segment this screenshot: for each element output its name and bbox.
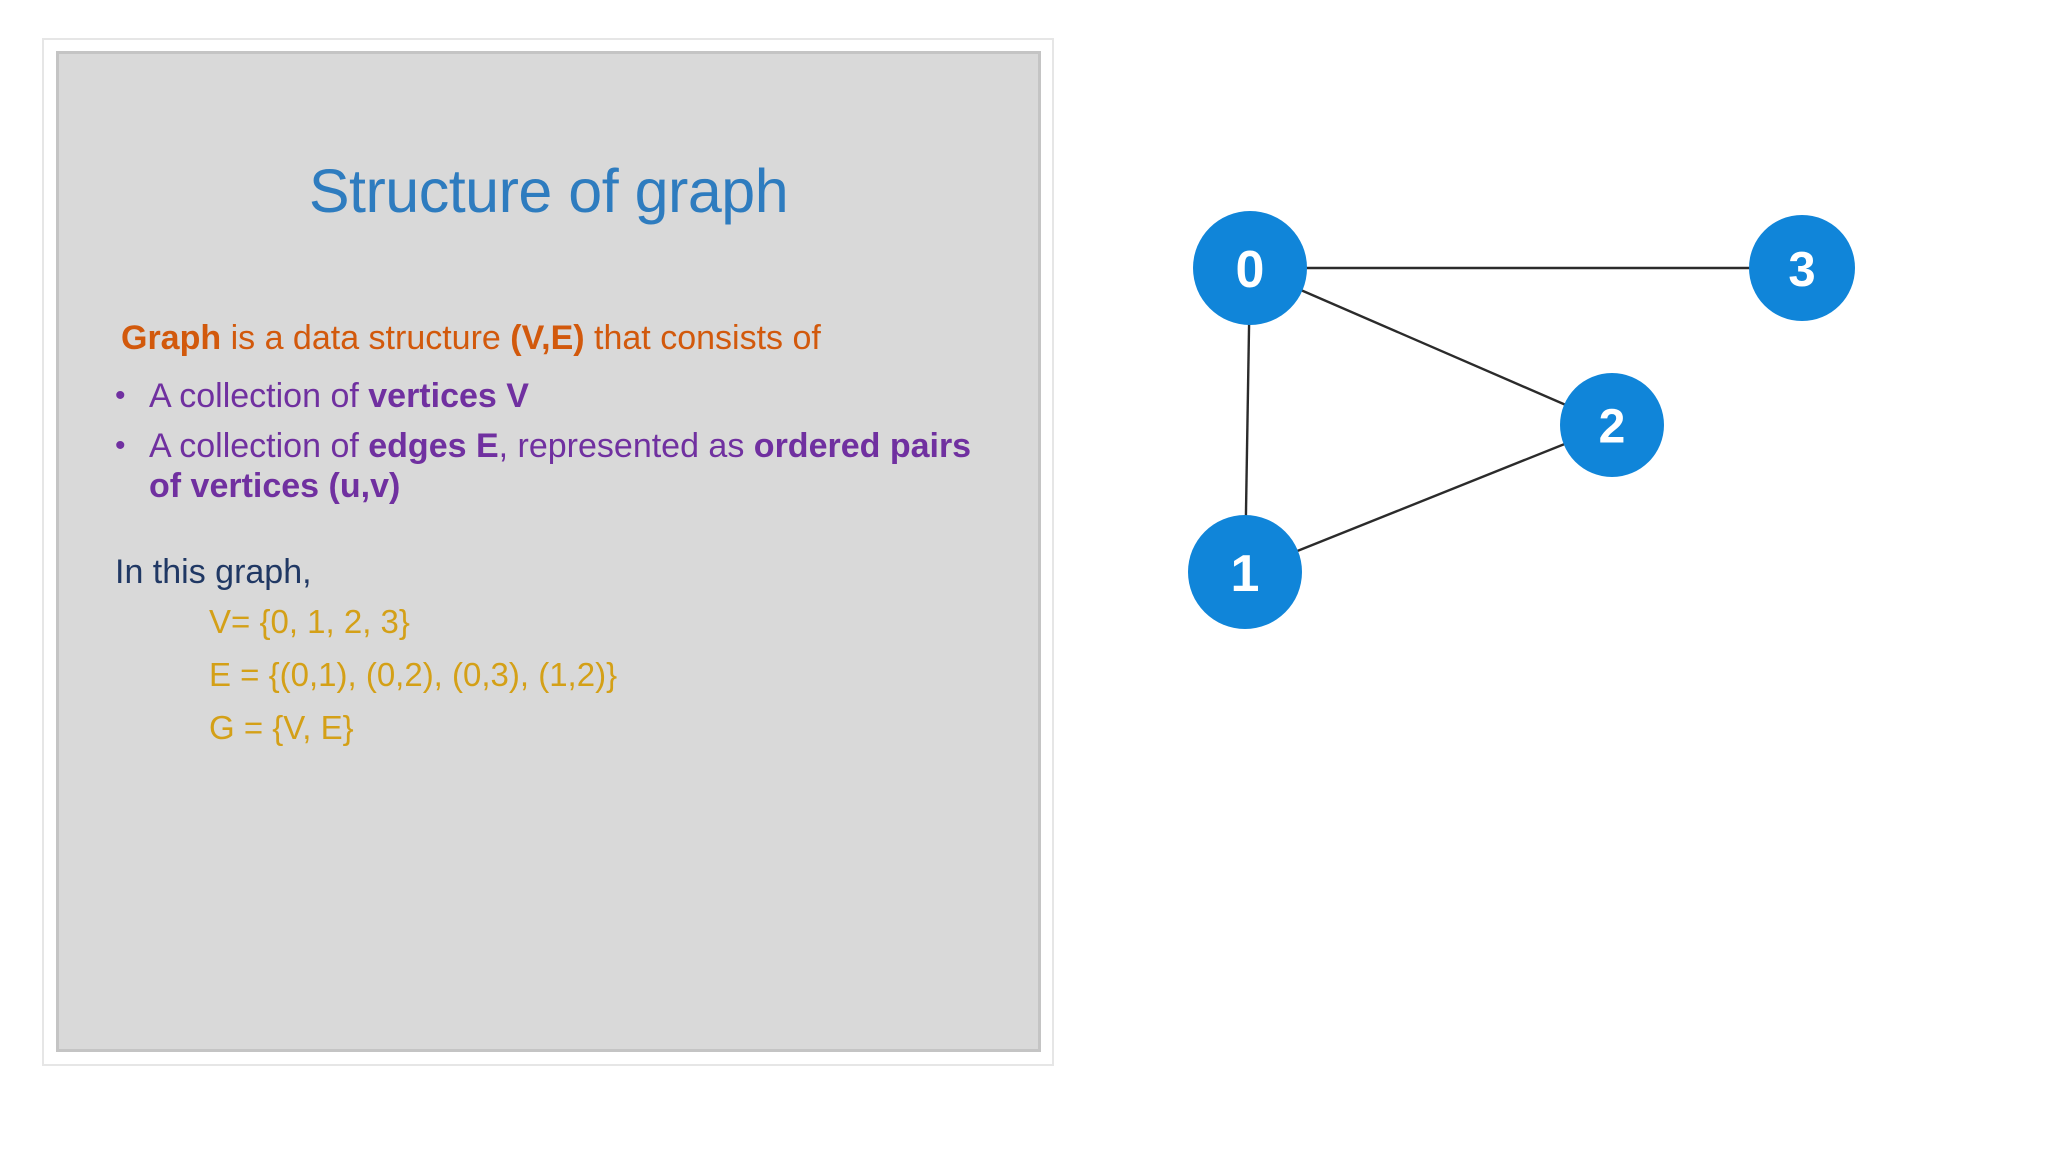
lead-paragraph: Graph is a data structure (V,E) that con… <box>115 319 1005 358</box>
slide-content: Structure of graph Graph is a data struc… <box>59 54 1038 1049</box>
page-title: Structure of graph <box>308 157 789 225</box>
graph-node-circle-3 <box>1749 215 1855 321</box>
graph-diagram-svg: 0 3 2 1 <box>1188 211 1855 629</box>
graph-node-layer: 0 3 2 1 <box>1188 211 1855 629</box>
bullet-1-plain-1: A collection of <box>149 426 369 465</box>
graph-node-2[interactable]: 2 <box>1560 373 1664 477</box>
graph-diagram: 0 3 2 1 <box>1130 200 1990 900</box>
graph-node-label-3: 3 <box>1788 243 1815 297</box>
list-item: • A collection of edges E, represented a… <box>115 426 1005 506</box>
equation-e: E = {(0,1), (0,2), (0,3), (1,2)} <box>209 656 618 694</box>
intro-line: In this graph, <box>115 553 312 592</box>
bullet-1-plain-2: , represented as <box>498 426 754 465</box>
graph-node-circle-1 <box>1188 515 1302 629</box>
slide-panel: Structure of graph Graph is a data struc… <box>56 51 1041 1052</box>
graph-edge-0-2 <box>1299 288 1567 407</box>
bullet-dot-icon: • <box>115 378 126 412</box>
bullet-text: A collection of vertices V <box>149 376 1005 416</box>
lead-strong-graph: Graph <box>121 319 222 357</box>
graph-node-circle-2 <box>1560 373 1664 477</box>
equation-v: V= {0, 1, 2, 3} <box>209 602 410 640</box>
graph-edge-layer <box>1244 266 1751 553</box>
graph-node-1[interactable]: 1 <box>1188 515 1302 629</box>
bullet-1-strong-1: edges E <box>368 426 499 465</box>
bullet-0-plain-1: A collection of <box>149 376 369 415</box>
bullet-dot-icon: • <box>115 428 126 462</box>
bullet-text: A collection of edges E, represented as … <box>149 426 1005 506</box>
graph-node-0[interactable]: 0 <box>1193 211 1307 325</box>
bullet-1-strong-2: ordered pairs of vertices (u,v) <box>149 426 972 505</box>
graph-edge-0-1 <box>1244 322 1251 518</box>
graph-node-label-2: 2 <box>1599 401 1626 454</box>
lead-strong-ve: (V,E) <box>510 319 585 357</box>
slide-body: Graph is a data structure (V,E) that con… <box>115 319 1005 761</box>
slide-frame: Structure of graph Graph is a data struc… <box>42 38 1054 1066</box>
graph-node-label-1: 1 <box>1231 545 1260 603</box>
lead-plain-1: is a data structure <box>221 319 511 357</box>
graph-node-circle-0 <box>1193 211 1307 325</box>
graph-node-3[interactable]: 3 <box>1749 215 1855 321</box>
graph-edge-1-2 <box>1295 442 1567 553</box>
graph-node-label-0: 0 <box>1236 241 1265 299</box>
lead-plain-2: that consists of <box>584 319 821 357</box>
equation-g: G = {V, E} <box>209 709 354 747</box>
bullet-0-strong-1: vertices V <box>368 376 529 415</box>
list-item: • A collection of vertices V <box>115 376 1005 416</box>
